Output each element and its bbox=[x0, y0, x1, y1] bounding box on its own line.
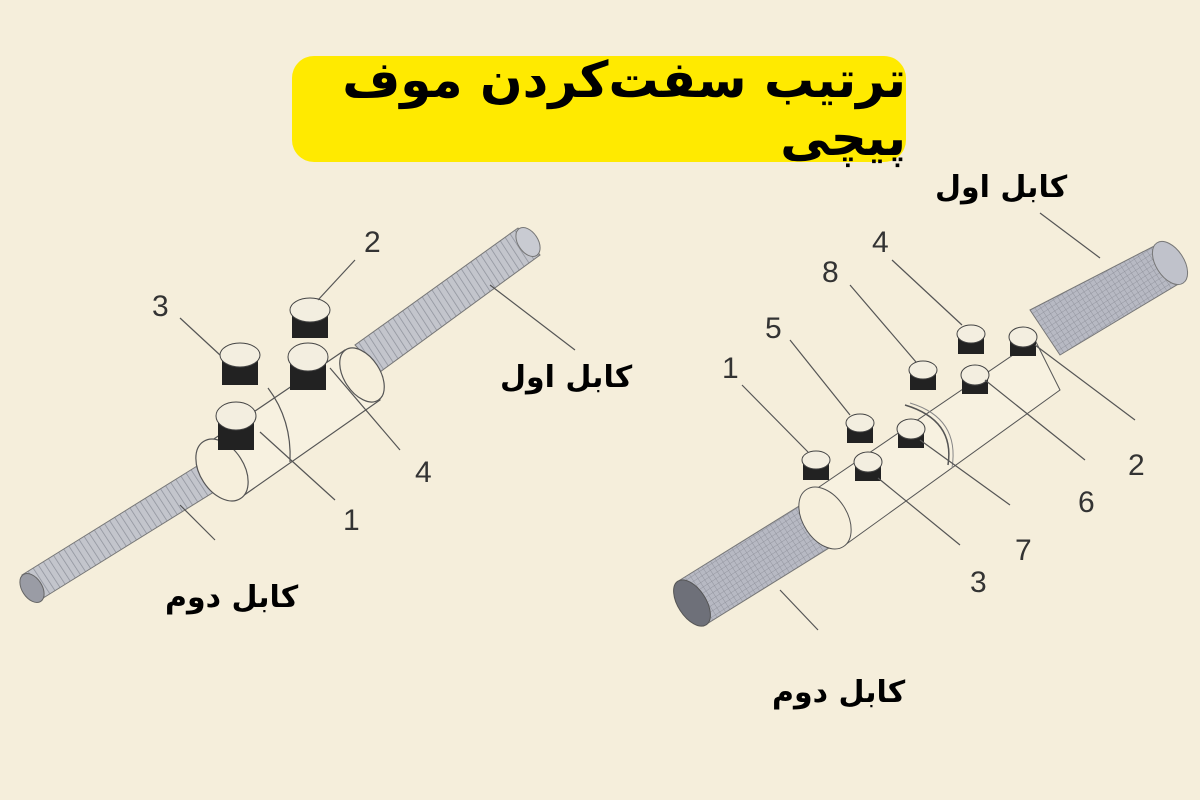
left-bolt-number-3: 3 bbox=[152, 290, 169, 323]
right-bolt-5 bbox=[845, 413, 875, 443]
left-bolt-1 bbox=[215, 401, 257, 450]
left-bolt-number-2: 2 bbox=[364, 226, 381, 259]
right-cable-second-label: کابل دوم bbox=[772, 675, 906, 710]
right-bolt-1 bbox=[801, 450, 831, 480]
left-bolt-2 bbox=[289, 297, 331, 338]
right-bolt-4 bbox=[956, 324, 986, 354]
right-cable-first-label: کابل اول bbox=[935, 170, 1068, 205]
right-bolt-number-8: 8 bbox=[822, 256, 839, 289]
right-bolt-2 bbox=[1008, 326, 1038, 356]
right-bolt-number-6: 6 bbox=[1078, 486, 1095, 519]
right-bolt-number-3: 3 bbox=[970, 566, 987, 599]
left-connector-body bbox=[195, 347, 385, 502]
right-bolt-8 bbox=[908, 360, 938, 390]
left-cable-second-label: کابل دوم bbox=[165, 580, 299, 615]
left-cable-second bbox=[19, 457, 231, 603]
right-bolt-number-7: 7 bbox=[1015, 534, 1032, 567]
left-bolt-3 bbox=[219, 342, 261, 385]
right-bolt-number-5: 5 bbox=[765, 312, 782, 345]
right-leader-lines bbox=[741, 212, 1136, 631]
right-bolt-number-4: 4 bbox=[872, 226, 889, 259]
right-connector-body bbox=[798, 339, 1061, 550]
left-cable-first-label: کابل اول bbox=[500, 360, 633, 395]
right-bolt-7 bbox=[896, 418, 926, 448]
left-cable-first bbox=[354, 227, 541, 373]
title-banner: ترتیب سفت‌کردن موف پیچی bbox=[292, 51, 907, 167]
left-bolt-4 bbox=[287, 342, 329, 390]
left-leader-lines bbox=[179, 259, 576, 541]
left-bolt-number-4: 4 bbox=[415, 456, 432, 489]
right-cable-first bbox=[1029, 240, 1189, 356]
page-title: ترتیب سفت‌کردن موف پیچی bbox=[342, 51, 907, 167]
right-bolt-6 bbox=[960, 364, 990, 394]
right-bolt-number-1: 1 bbox=[722, 352, 739, 385]
right-bolt-number-2: 2 bbox=[1128, 449, 1145, 482]
right-bolts bbox=[801, 324, 1038, 481]
right-bolt-3 bbox=[853, 451, 883, 481]
left-bolt-number-1: 1 bbox=[343, 504, 360, 537]
